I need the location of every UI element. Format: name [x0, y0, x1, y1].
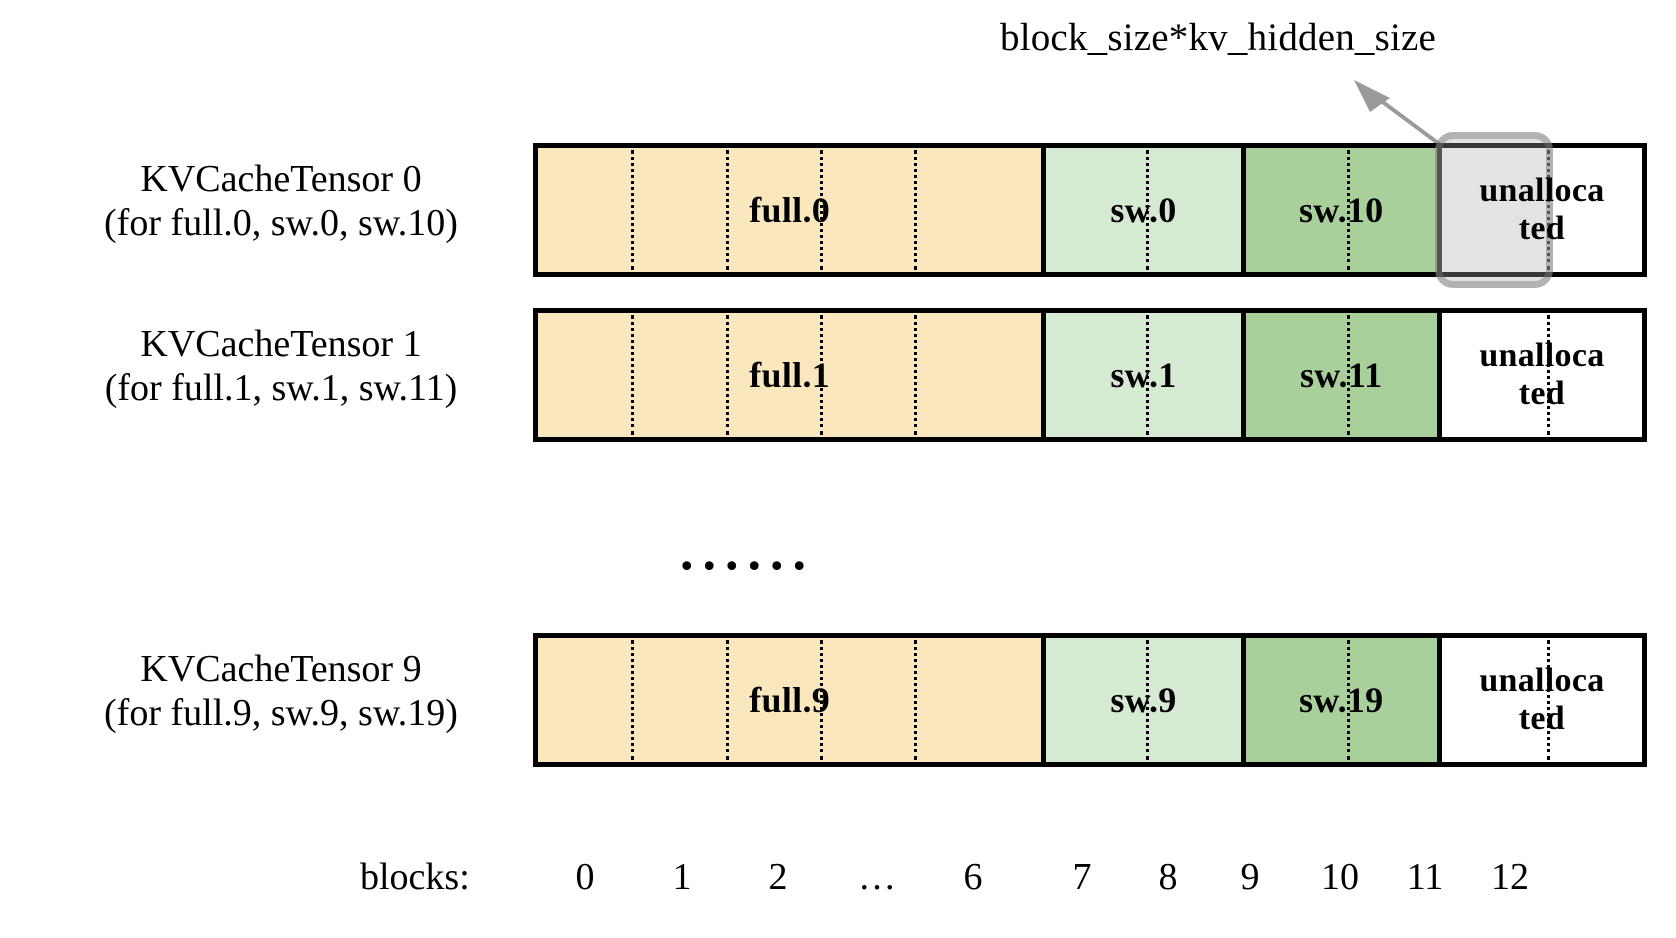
block-divider — [1146, 150, 1150, 270]
segment-sw-dark[interactable]: sw.11 — [1240, 313, 1437, 437]
axis-tick-2: 2 — [768, 856, 788, 898]
block-divider — [1546, 150, 1550, 270]
axis-tick-10: 10 — [1321, 856, 1359, 898]
segment-label: sw.9 — [1110, 680, 1177, 720]
block-divider — [631, 315, 634, 435]
axis-tick-7: 7 — [1072, 856, 1092, 898]
tensor-row-label: KVCacheTensor 9(for full.9, sw.9, sw.19) — [46, 647, 516, 735]
segment-label: sw.1 — [1110, 355, 1177, 395]
segment-label: sw.19 — [1298, 680, 1384, 720]
segment-label: sw.11 — [1299, 355, 1383, 395]
axis-tick-0: 0 — [575, 856, 595, 898]
block-divider — [726, 315, 729, 435]
block-divider — [820, 315, 823, 435]
axis-title: blocks: — [360, 856, 470, 898]
block-divider — [820, 150, 823, 270]
segment-label: full.1 — [749, 355, 831, 395]
block-divider — [1346, 640, 1350, 760]
tensor-row-label-line2: (for full.9, sw.9, sw.19) — [104, 692, 458, 735]
tensor-row-label-line1: KVCacheTensor 0 — [140, 158, 422, 200]
axis-tick-6: 6 — [963, 856, 983, 898]
tensor-row-label-line2: (for full.0, sw.0, sw.10) — [104, 202, 458, 245]
block-divider — [1146, 315, 1150, 435]
segment-sw-light[interactable]: sw.9 — [1041, 638, 1241, 762]
block-divider — [1546, 315, 1550, 435]
segment-label: unalloca ted — [1479, 336, 1605, 412]
segment-label: unalloca ted — [1479, 661, 1605, 737]
block-divider — [1146, 640, 1150, 760]
segment-sw-light[interactable]: sw.1 — [1041, 313, 1241, 437]
block-divider — [631, 640, 634, 760]
kv-cache-tensor-bar[interactable]: full.9 sw.9 sw.19 unalloca ted — [533, 633, 1647, 767]
tensor-row-label: KVCacheTensor 0(for full.0, sw.0, sw.10) — [46, 157, 516, 245]
tensor-row-label-line1: KVCacheTensor 1 — [140, 323, 422, 365]
axis-tick-9: 9 — [1240, 856, 1260, 898]
segment-unallocated[interactable]: unalloca ted — [1436, 638, 1642, 762]
block-divider — [1546, 640, 1550, 760]
segment-label: sw.0 — [1110, 190, 1177, 230]
tensor-row-label-line2: (for full.1, sw.1, sw.11) — [104, 367, 458, 410]
rows-ellipsis: ...... — [680, 521, 815, 581]
segment-label: full.0 — [749, 190, 831, 230]
block-divider — [726, 150, 729, 270]
arrow-up-left-icon — [1354, 80, 1452, 154]
segment-label: full.9 — [749, 680, 831, 720]
tensor-row-label-line1: KVCacheTensor 9 — [140, 648, 422, 690]
block-divider — [914, 640, 917, 760]
segment-full[interactable]: full.0 — [538, 148, 1042, 272]
segment-sw-light[interactable]: sw.0 — [1041, 148, 1241, 272]
segment-full[interactable]: full.9 — [538, 638, 1042, 762]
annotation-label: block_size*kv_hidden_size — [1000, 16, 1437, 59]
block-divider — [1346, 315, 1350, 435]
segment-label: unalloca ted — [1479, 171, 1605, 247]
tensor-row-label: KVCacheTensor 1(for full.1, sw.1, sw.11) — [46, 322, 516, 410]
block-divider — [914, 150, 917, 270]
block-divider — [726, 640, 729, 760]
block-divider — [631, 150, 634, 270]
axis-tick-12: 12 — [1491, 856, 1529, 898]
block-divider — [914, 315, 917, 435]
segment-sw-dark[interactable]: sw.19 — [1240, 638, 1437, 762]
segment-unallocated[interactable]: unalloca ted — [1436, 313, 1642, 437]
segment-label: sw.10 — [1298, 190, 1384, 230]
segment-unallocated[interactable]: unalloca ted — [1436, 148, 1642, 272]
block-divider — [820, 640, 823, 760]
segment-sw-dark[interactable]: sw.10 — [1240, 148, 1437, 272]
axis-tick-1: 1 — [672, 856, 692, 898]
kv-cache-tensor-bar[interactable]: full.1 sw.1 sw.11 unalloca ted — [533, 308, 1647, 442]
segment-full[interactable]: full.1 — [538, 313, 1042, 437]
axis-tick-8: 8 — [1158, 856, 1178, 898]
kv-cache-tensor-bar[interactable]: full.0 sw.0 sw.10 unalloca ted — [533, 143, 1647, 277]
block-divider — [1346, 150, 1350, 270]
axis-tick-11: 11 — [1406, 856, 1444, 898]
axis-tick-…: … — [858, 856, 896, 898]
